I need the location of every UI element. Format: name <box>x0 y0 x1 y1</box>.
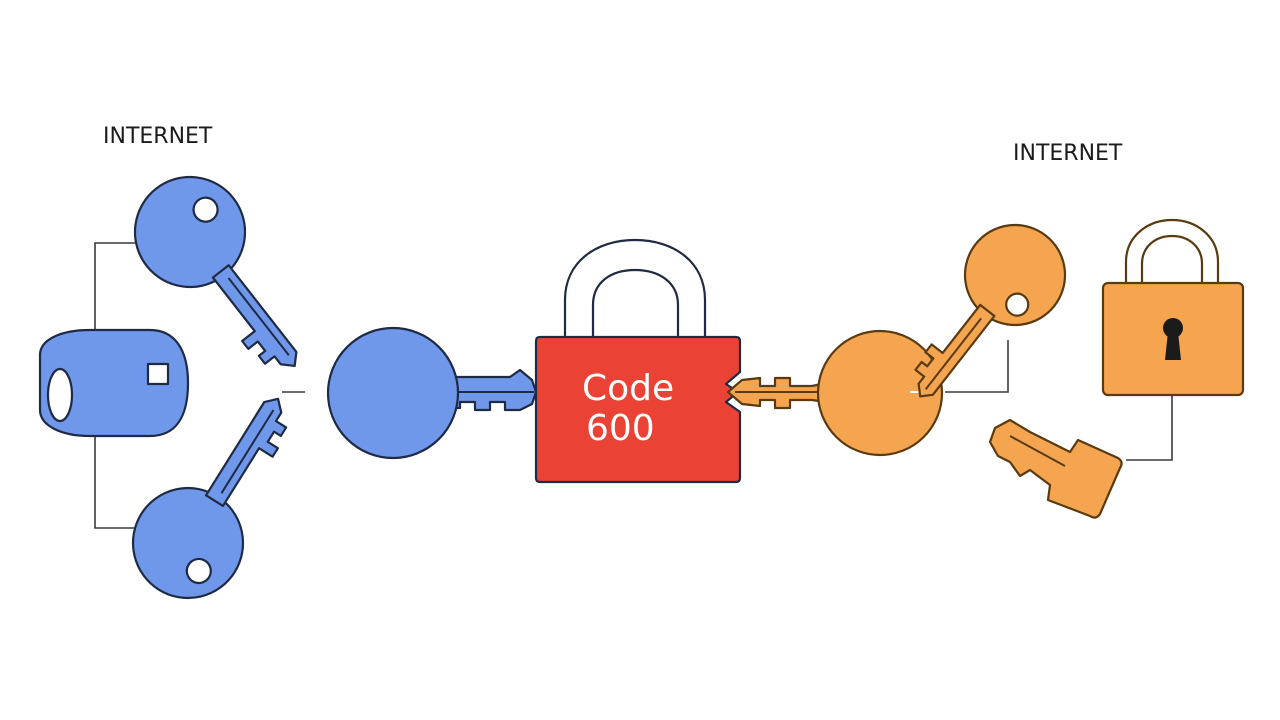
right-internet-label: INTERNET <box>1013 141 1123 166</box>
left-internet-label: INTERNET <box>103 124 213 149</box>
lock-code-line2: 600 <box>586 408 655 449</box>
orange-key-center-icon <box>726 329 944 457</box>
orange-key-bottom-right-icon <box>988 418 1123 519</box>
blue-key-center-icon <box>326 326 538 460</box>
orange-key-top-right-icon <box>914 223 1067 398</box>
right-bracket-line-bottom <box>1126 395 1173 461</box>
right-bracket-line-top <box>945 340 1009 393</box>
blue-key-top-left-icon <box>133 175 298 368</box>
blue-key-bottom-left-icon <box>131 397 288 600</box>
red-padlock-icon: Code 600 <box>534 238 742 484</box>
orange-padlock-icon <box>1101 218 1245 397</box>
lock-code-line1: Code <box>582 368 674 409</box>
blue-key-left-middle-icon <box>38 328 190 438</box>
